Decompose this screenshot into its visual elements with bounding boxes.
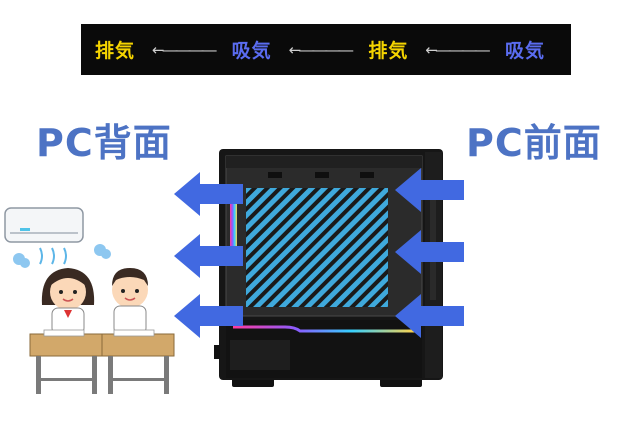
pc-back-label: PC背面	[36, 121, 172, 165]
banner-exhaust-label-2: 排気	[368, 40, 409, 62]
left-arrow-icon: ←――――	[152, 40, 217, 59]
exhaust-arrow-icon	[174, 172, 243, 216]
exhaust-arrow-icon	[174, 294, 243, 338]
intake-arrow-icon	[395, 294, 464, 338]
left-arrow-icon: ←――――	[425, 40, 490, 59]
intake-arrow-icon	[395, 230, 464, 274]
pc-case-illustration	[214, 149, 443, 387]
airflow-banner: 排気 ←―――― 吸気 ←―――― 排気 ←―――― 吸気	[81, 24, 571, 75]
intake-arrow-icon	[395, 168, 464, 212]
banner-intake-label-1: 吸気	[231, 40, 272, 62]
students-at-desks-illustration	[29, 268, 175, 394]
exhaust-arrow-icon	[174, 234, 243, 278]
left-arrow-icon: ←――――	[288, 40, 354, 59]
banner-intake-label-2: 吸気	[504, 40, 545, 62]
air-conditioner-icon	[4, 207, 111, 268]
banner-exhaust-label-1: 排気	[95, 40, 136, 62]
pc-front-label: PC前面	[466, 121, 602, 165]
